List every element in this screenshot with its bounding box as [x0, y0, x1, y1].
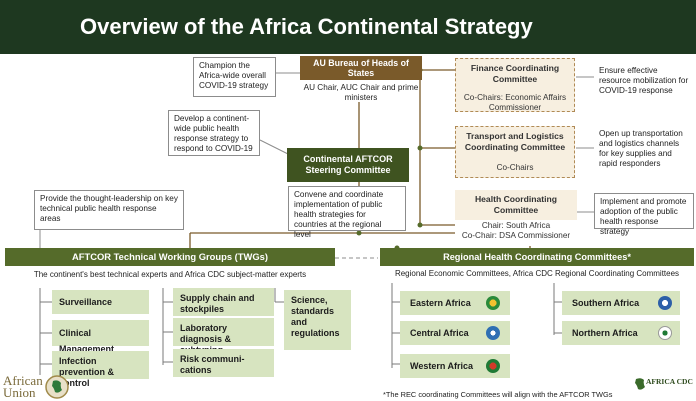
region-western-africa: Western Africa: [400, 354, 510, 378]
regional-subtitle: Regional Economic Committees, Africa CDC…: [394, 269, 680, 278]
au-bureau-subtitle: AU Chair, AUC Chair and prime ministers: [303, 83, 419, 102]
region-eastern-africa: Eastern Africa: [400, 291, 510, 315]
region-label: Western Africa: [410, 361, 474, 371]
region-label: Eastern Africa: [410, 298, 471, 308]
twg-clinical-management: Clinical Management: [52, 320, 149, 354]
au-emblem-icon: [45, 375, 69, 399]
bureau-callout: Champion the Africa-wide overall COVID-1…: [193, 57, 276, 97]
health-committee-title: Health Coordinating Committee: [474, 194, 558, 215]
twg-science-standards: Science, standards and regulations: [284, 290, 351, 350]
region-label: Central Africa: [410, 328, 469, 338]
steering-callout: Develop a continent-wide public health r…: [168, 110, 260, 156]
african-union-logo: African Union: [0, 372, 80, 401]
twg-infection-prevention: Infection prevention & control: [52, 351, 149, 388]
cdc-logo-text: AFRICA CDC: [646, 377, 693, 386]
transport-committee: Transport and Logistics Coordinating Com…: [455, 126, 575, 178]
twg-laboratory: Laboratory diagnosis & subtyping: [173, 318, 274, 355]
health-note: Implement and promote adoption of the pu…: [594, 193, 694, 236]
twg-title: AFTCOR Technical Working Groups (TWGs): [5, 248, 335, 266]
twg-surveillance: Surveillance: [52, 290, 149, 314]
health-committee: Health Coordinating Committee Chair: Sou…: [455, 190, 577, 246]
transport-committee-title: Transport and Logistics Coordinating Com…: [464, 131, 566, 152]
cdc-emblem-icon: [635, 378, 645, 390]
finance-committee-chair: Co-Chairs: Economic Affairs Commissioner: [463, 93, 567, 112]
eccas-logo-icon: [486, 326, 500, 340]
au-logo-text: African Union: [3, 373, 43, 400]
region-central-africa: Central Africa: [400, 321, 510, 345]
region-northern-africa: Northern Africa: [562, 321, 680, 345]
au-bureau-title: AU Bureau of Heads of States: [300, 56, 422, 80]
twg-risk-communications: Risk communi-cations: [173, 349, 274, 377]
regional-title: Regional Health Coordinating Committees*: [380, 248, 694, 266]
uma-logo-icon: [658, 326, 672, 340]
twg-callout: Provide the thought-leadership on key te…: [34, 190, 184, 230]
region-label: Northern Africa: [572, 328, 638, 338]
steering-committee-title: Continental AFTCOR Steering Committee: [287, 148, 409, 182]
twg-supply-chain: Supply chain and stockpiles: [173, 288, 274, 316]
sadc-logo-icon: [658, 296, 672, 310]
finance-committee: Finance Coordinating Committee Co-Chairs…: [455, 58, 575, 112]
region-southern-africa: Southern Africa: [562, 291, 680, 315]
eac-logo-icon: [486, 296, 500, 310]
region-label: Southern Africa: [572, 298, 640, 308]
finance-note: Ensure effective resource mobilization f…: [594, 63, 694, 99]
transport-note: Open up transportation and logistics cha…: [594, 126, 694, 172]
twg-subtitle: The continent's best technical experts a…: [33, 270, 307, 279]
page-title: Overview of the Africa Continental Strat…: [80, 14, 533, 39]
finance-committee-title: Finance Coordinating Committee: [470, 63, 560, 84]
footnote: *The REC coordinating Committees will al…: [383, 390, 613, 399]
transport-committee-chair: Co-Chairs: [496, 163, 534, 172]
health-committee-chair: Chair: South Africa Co-Chair: DSA Commis…: [461, 221, 571, 240]
ecowas-logo-icon: [486, 359, 500, 373]
regional-coordination-callout: Convene and coordinate implementation of…: [288, 186, 406, 239]
africa-cdc-logo: AFRICA CDC: [632, 375, 694, 399]
title-bar: Overview of the Africa Continental Strat…: [0, 0, 696, 54]
